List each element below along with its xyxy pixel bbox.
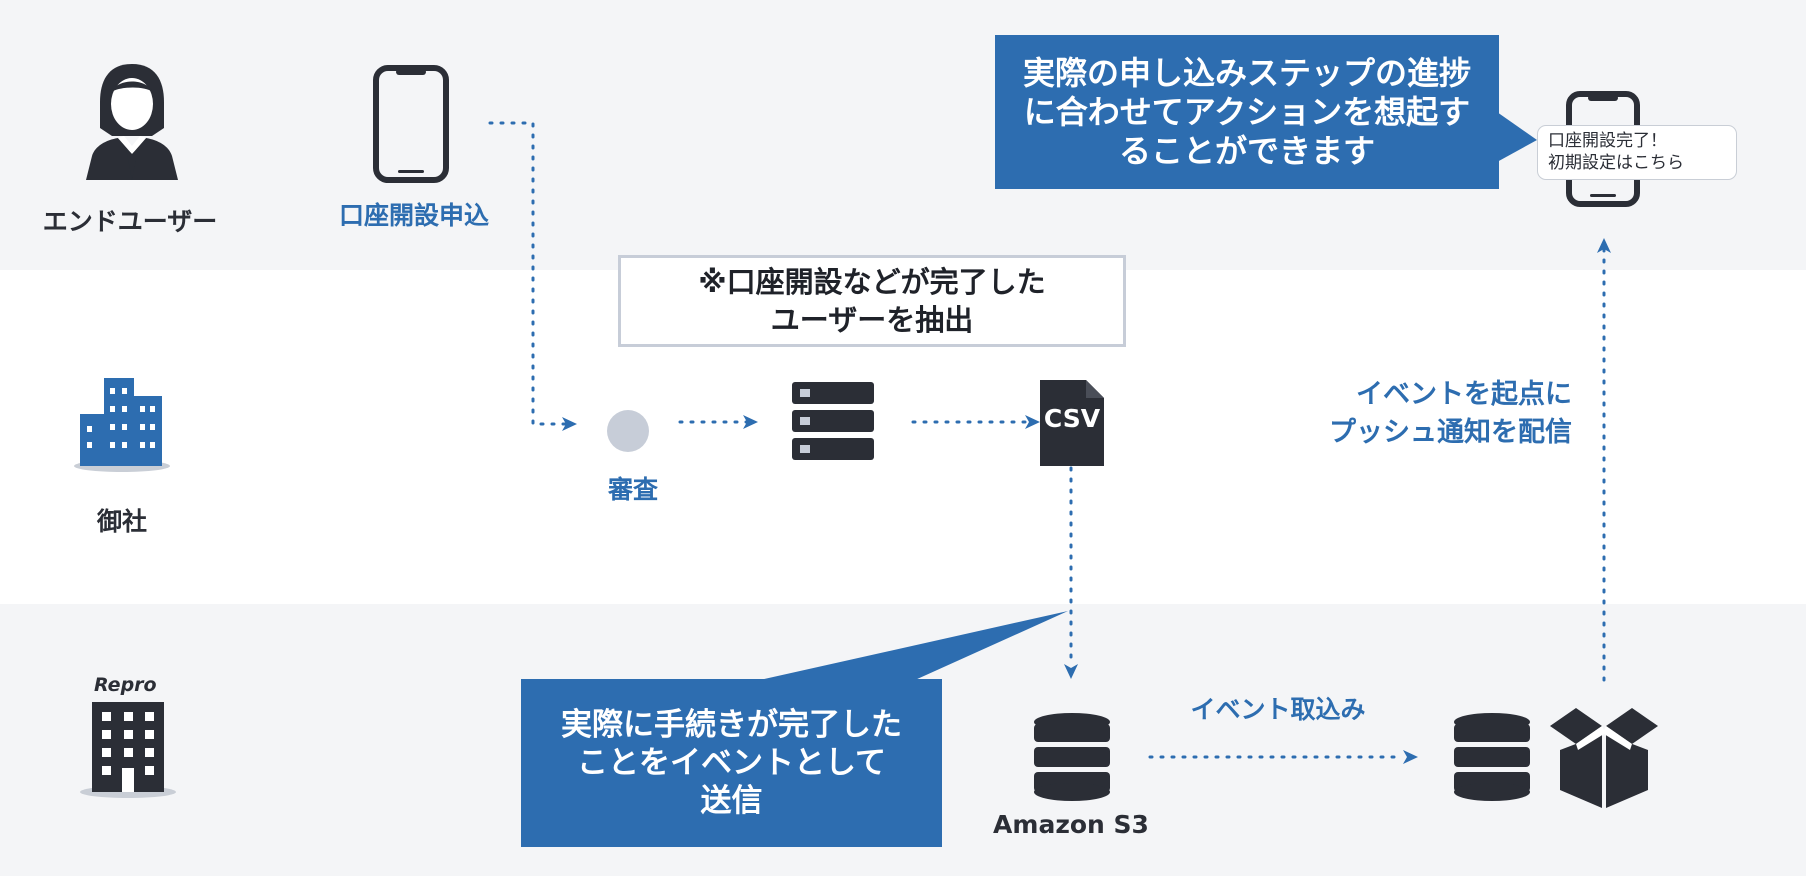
arrow-head-phone — [1597, 238, 1611, 253]
callout-bottom-tail — [760, 611, 1068, 680]
arrow-head-review — [562, 417, 577, 431]
review-circle-icon — [607, 410, 649, 452]
callout-top: 実際の申し込みステップの進捗 に合わせてアクションを想起す ることができます — [995, 35, 1499, 189]
arrow-head-server — [743, 415, 758, 429]
push-trigger-label: イベントを起点に プッシュ通知を配信 — [1329, 379, 1572, 448]
repro-database-icon — [1454, 713, 1530, 801]
amazon-s3-label: Amazon S3 — [993, 810, 1149, 839]
open-box-icon — [1550, 708, 1658, 808]
event-import-label: イベント取込み — [1190, 695, 1366, 724]
building-icon — [74, 378, 170, 472]
csv-file-icon — [1040, 380, 1104, 466]
arrow-head-s3 — [1064, 664, 1078, 679]
repro-logo-text: Repro — [94, 674, 157, 696]
review-label: 審査 — [607, 475, 658, 504]
extract-users-note: ※口座開設などが完了した ユーザーを抽出 — [618, 255, 1126, 347]
callout-top-tail — [1497, 112, 1537, 162]
arrow-head-csv — [1025, 415, 1040, 429]
server-icon — [792, 382, 874, 460]
repro-logo: Repro — [94, 674, 157, 696]
callout-bottom: 実際に手続きが完了した ことをイベントとして 送信 — [521, 679, 942, 847]
arrow-head-repro-db — [1403, 750, 1418, 764]
smartphone-icon — [373, 65, 449, 183]
csv-file-label: CSV — [1043, 404, 1101, 433]
connector-application-to-review — [488, 121, 567, 426]
lane-label-company: 御社 — [96, 507, 147, 536]
lane-label-end-user: エンドユーザー — [42, 207, 218, 236]
account-application-label: 口座開設申込 — [338, 201, 489, 230]
office-building-icon — [80, 702, 176, 798]
push-notification-bubble: 口座開設完了！ 初期設定はこちら — [1537, 125, 1737, 180]
person-icon — [86, 64, 178, 180]
database-icon — [1034, 713, 1110, 801]
